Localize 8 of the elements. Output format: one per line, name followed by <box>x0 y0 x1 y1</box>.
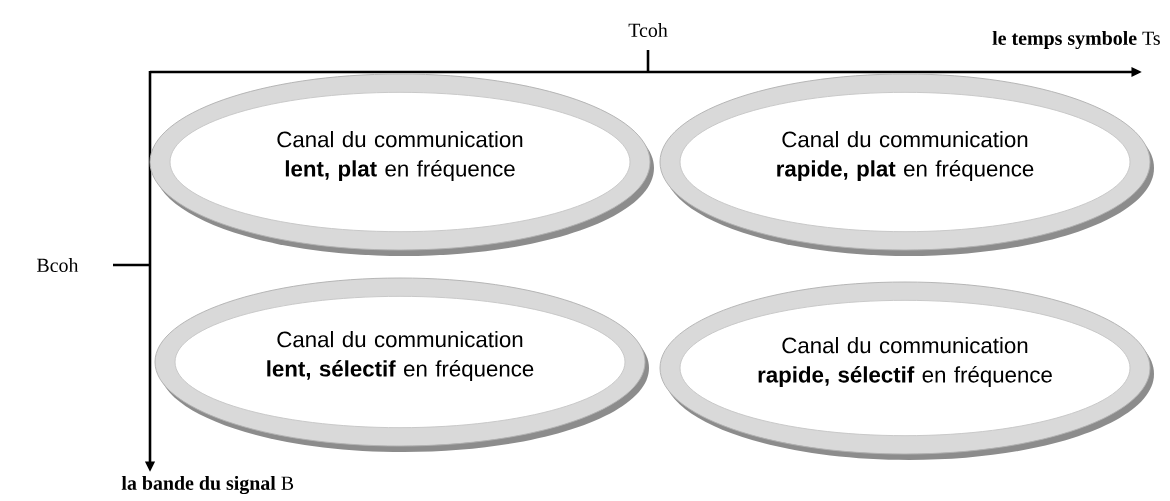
ellipse-node: Canal du communication lent, plat en fréquence <box>149 73 654 256</box>
ellipse-node: Canal du communication rapide, sélectif en fréquence <box>659 281 1154 460</box>
ellipse-node: Canal du communication lent, sélectif en fréquence <box>154 277 649 452</box>
ellipse-node: Canal du communication rapide, plat en fréquence <box>659 73 1154 256</box>
axis-label: le temps symbole Ts <box>992 30 1160 50</box>
tick-label: Bcoh <box>37 258 79 272</box>
tick-label: Tcoh <box>628 23 668 37</box>
axis-label: la bande du signal B <box>121 475 294 495</box>
